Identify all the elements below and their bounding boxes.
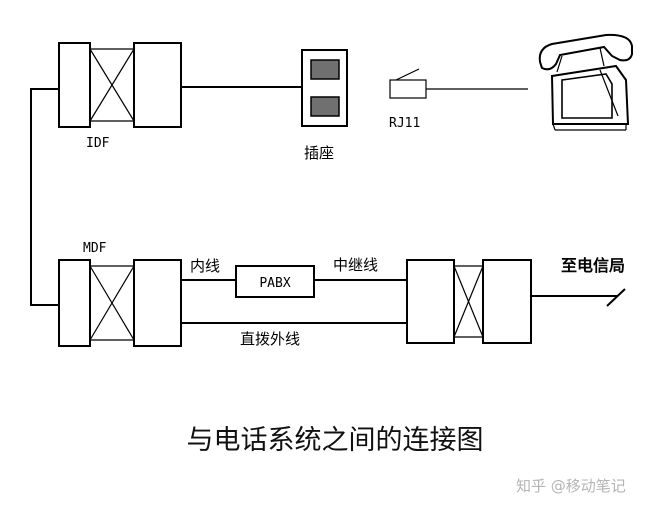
rj11-plug-icon: [389, 68, 528, 99]
internal-line-label: 内线: [190, 257, 220, 275]
mdf-frame: [58, 259, 182, 347]
socket-port-top: [310, 59, 340, 80]
telephone-icon: [538, 33, 633, 131]
socket-label: 插座: [304, 144, 334, 162]
pabx-box: [235, 265, 315, 298]
pabx-label: PABX: [259, 276, 290, 291]
trunk-line-label: 中继线: [333, 256, 378, 274]
direct-line-label: 直拨外线: [240, 330, 300, 348]
telecom-frame: [406, 259, 532, 344]
socket-icon: [301, 49, 348, 127]
mdf-label: MDF: [83, 241, 107, 256]
idf-mdf-link: [30, 88, 59, 306]
to-telecom-label: 至电信局: [561, 256, 625, 275]
idf-label: IDF: [86, 136, 110, 151]
rj11-label: RJ11: [389, 116, 420, 131]
idf-frame: [58, 42, 182, 128]
watermark: 知乎 @移动笔记: [516, 477, 626, 495]
socket-port-bottom: [310, 96, 340, 117]
telecom-line-break: [606, 288, 626, 307]
diagram-caption: 与电话系统之间的连接图: [187, 425, 484, 456]
